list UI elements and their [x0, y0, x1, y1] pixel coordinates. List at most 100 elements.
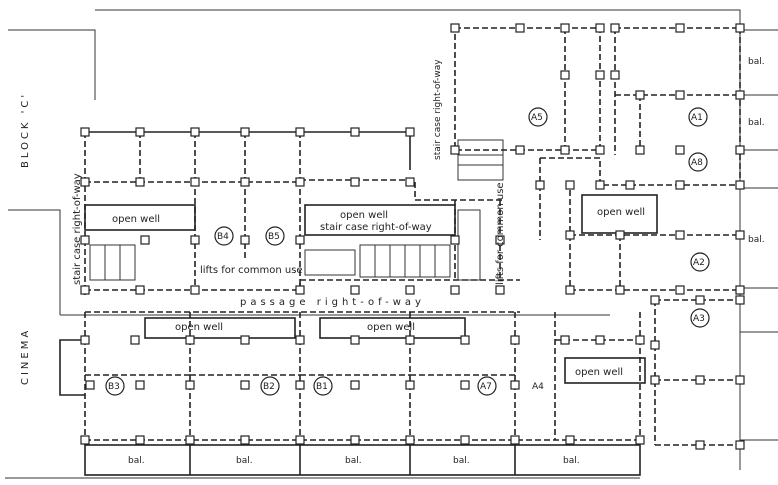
passage-label: passage right-of-way	[240, 297, 425, 308]
column-marker	[295, 127, 305, 137]
column-marker	[405, 380, 415, 390]
column-marker	[80, 235, 90, 245]
column-marker	[495, 235, 505, 245]
column-marker	[295, 285, 305, 295]
column-marker	[650, 375, 660, 385]
column-marker	[735, 230, 745, 240]
balcony-label: bal.	[748, 235, 765, 245]
column-marker	[85, 380, 95, 390]
column-marker	[560, 145, 570, 155]
column-marker	[135, 177, 145, 187]
unit-b2-label: B2	[263, 382, 275, 392]
column-marker	[565, 230, 575, 240]
column-marker	[135, 435, 145, 445]
open-well-label: open well	[367, 322, 415, 333]
column-marker	[240, 335, 250, 345]
column-marker	[695, 375, 705, 385]
column-marker	[595, 335, 605, 345]
column-marker	[615, 230, 625, 240]
unit-a1-label: A1	[691, 113, 703, 123]
unit-b5-label: B5	[268, 232, 280, 242]
column-marker	[610, 23, 620, 33]
column-marker	[460, 435, 470, 445]
column-marker	[565, 435, 575, 445]
unit-b3-label: B3	[108, 382, 120, 392]
column-marker	[535, 180, 545, 190]
column-marker	[350, 335, 360, 345]
unit-b1-label: B1	[316, 382, 328, 392]
column-marker	[135, 127, 145, 137]
balcony-label: bal.	[345, 456, 362, 466]
column-marker	[610, 70, 620, 80]
column-marker	[350, 127, 360, 137]
balcony-label: bal.	[128, 456, 145, 466]
column-marker	[515, 23, 525, 33]
stair-left-label: stair case right-of-way	[72, 173, 83, 285]
column-marker	[560, 23, 570, 33]
column-marker	[595, 180, 605, 190]
column-marker	[735, 145, 745, 155]
column-marker	[460, 380, 470, 390]
unit-a4-label: A4	[532, 382, 544, 392]
balcony-label: bal.	[563, 456, 580, 466]
column-marker	[560, 335, 570, 345]
column-marker	[450, 145, 460, 155]
column-marker	[735, 375, 745, 385]
column-marker	[135, 380, 145, 390]
site-boundaries	[5, 9, 778, 479]
balcony-label: bal.	[748, 118, 765, 128]
column-marker	[190, 285, 200, 295]
column-marker	[295, 177, 305, 187]
column-marker	[405, 127, 415, 137]
column-marker	[240, 127, 250, 137]
column-marker	[185, 435, 195, 445]
column-marker	[515, 145, 525, 155]
column-marker	[295, 235, 305, 245]
column-marker	[135, 285, 145, 295]
column-marker	[450, 23, 460, 33]
column-marker	[185, 380, 195, 390]
balcony-label: bal.	[453, 456, 470, 466]
unit-b4-label: B4	[217, 232, 229, 242]
column-marker	[735, 180, 745, 190]
structural-columns	[80, 23, 745, 450]
column-marker	[735, 285, 745, 295]
column-marker	[405, 177, 415, 187]
column-marker	[560, 70, 570, 80]
column-marker	[495, 285, 505, 295]
column-marker	[675, 145, 685, 155]
column-marker	[675, 285, 685, 295]
open-well-label: open well	[175, 322, 223, 333]
column-marker	[615, 285, 625, 295]
column-marker	[190, 177, 200, 187]
column-marker	[635, 90, 645, 100]
column-marker	[80, 127, 90, 137]
column-marker	[735, 440, 745, 450]
column-marker	[675, 180, 685, 190]
unit-markers: A5 A1 A8 A2 A3 A4 A7 B4 B5 B3 B2 B1	[105, 107, 710, 396]
column-marker	[190, 127, 200, 137]
column-marker	[350, 435, 360, 445]
column-marker	[595, 70, 605, 80]
column-marker	[675, 90, 685, 100]
column-marker	[510, 335, 520, 345]
open-well-label: open well	[112, 214, 160, 225]
unit-a3-label: A3	[693, 314, 705, 324]
column-marker	[625, 180, 635, 190]
column-marker	[565, 285, 575, 295]
column-marker	[80, 435, 90, 445]
column-marker	[295, 380, 305, 390]
balcony-labels: bal. bal. bal. bal. bal. bal. bal. bal.	[128, 57, 765, 466]
balcony-label: bal.	[236, 456, 253, 466]
column-marker	[510, 380, 520, 390]
stair-mid-label: stair case right-of-way	[320, 222, 432, 233]
column-marker	[185, 335, 195, 345]
column-marker	[565, 180, 575, 190]
column-marker	[350, 380, 360, 390]
column-marker	[595, 145, 605, 155]
open-well-label: open well	[340, 210, 388, 221]
column-marker	[80, 285, 90, 295]
column-marker	[80, 177, 90, 187]
column-marker	[130, 335, 140, 345]
